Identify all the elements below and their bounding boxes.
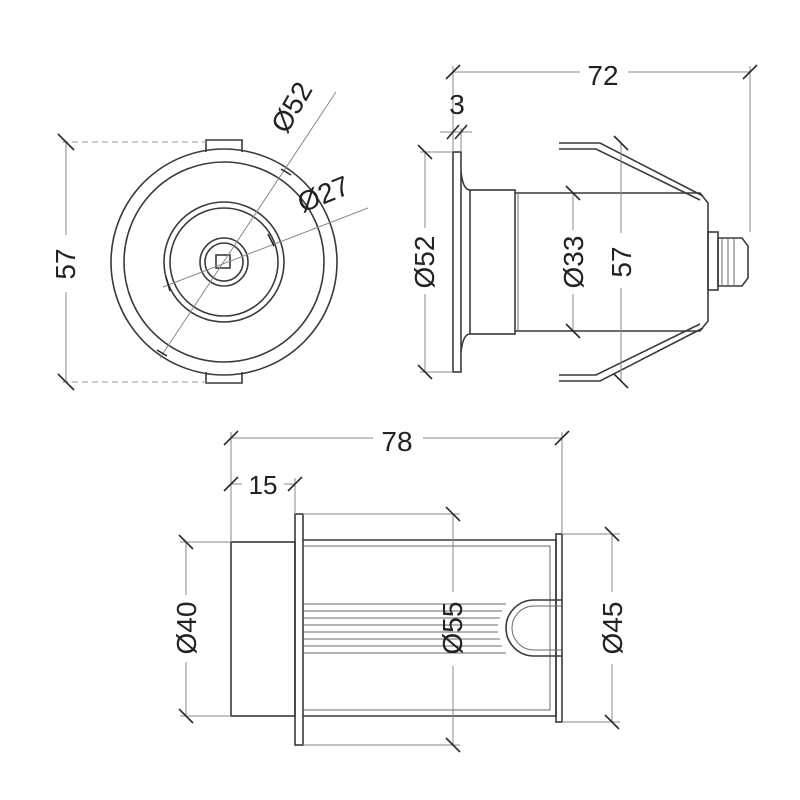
sleeve-collar	[230, 541, 296, 717]
inner-diameter-tick-left	[165, 276, 171, 292]
length-label: 72	[587, 60, 618, 91]
cable-gland-base	[707, 231, 719, 291]
clip-bottom-inner	[559, 323, 701, 376]
front-diameter-tick-bottom	[178, 708, 194, 724]
front-diameter-tick-top	[178, 534, 194, 550]
flange-diameter-tick-top	[417, 144, 433, 160]
sleeve-flange-diameter-label: Ø55	[437, 602, 468, 655]
sleeve-rear-rim	[555, 533, 563, 723]
bottom-tab	[205, 372, 243, 384]
top-tab	[205, 139, 243, 152]
clip-top-inner	[559, 148, 701, 201]
flange-label: 3	[449, 89, 465, 120]
body-front	[469, 189, 516, 335]
lens-inner-ring	[169, 207, 279, 317]
clip-span-tick-top	[613, 135, 629, 151]
collar-label: 15	[249, 470, 278, 500]
collar-tick-right	[287, 476, 303, 492]
clip-bottom	[559, 327, 704, 382]
outer-diameter-tick-top	[280, 168, 292, 176]
sleeve-flange-diameter-tick-top	[445, 506, 461, 522]
clip-span-label: 57	[606, 246, 637, 277]
height-label: 57	[50, 248, 81, 279]
sleeve-view: 78 15 Ø40 Ø55 Ø45	[171, 426, 628, 753]
inner-diameter-label: Ø27	[293, 170, 354, 219]
length-tick-right	[742, 64, 758, 80]
lens-ring	[163, 201, 285, 323]
sleeve-flange	[294, 513, 304, 746]
cable-slot	[505, 599, 562, 657]
flange	[452, 151, 462, 373]
side-view: 72 3 Ø52 Ø33 57	[409, 60, 758, 389]
outer-diameter-tick-bottom	[156, 349, 168, 357]
sleeve-length-label: 78	[381, 426, 412, 457]
clip-top	[559, 142, 704, 197]
collar-tick-left	[223, 476, 239, 492]
body-diameter-label: Ø33	[558, 236, 589, 289]
height-tick-bottom	[57, 373, 75, 391]
second-ring	[123, 161, 325, 363]
tail-diameter-tick-bottom	[604, 714, 620, 730]
flange-neck-bottom	[460, 333, 471, 353]
sleeve-body	[303, 539, 557, 717]
inner-diameter-tick-right	[267, 233, 275, 247]
height-tick-top	[57, 133, 75, 151]
cable-gland	[717, 237, 749, 287]
outer-ring	[110, 148, 338, 376]
flange-diameter-label: Ø52	[409, 236, 440, 289]
length-tick-left	[445, 64, 461, 80]
inner-diameter-leader	[162, 207, 369, 288]
ribbed-grip	[303, 603, 506, 654]
front-diameter-label: Ø40	[171, 602, 202, 655]
outer-diameter-leader	[159, 91, 337, 359]
sleeve-body-inner	[303, 545, 551, 711]
clip-span-tick-bottom	[613, 373, 629, 389]
flange-tick-right	[454, 124, 468, 140]
outer-diameter-label: Ø52	[265, 77, 318, 138]
center-ring	[199, 237, 249, 287]
flange-tick-left	[446, 124, 460, 140]
tail-diameter-tick-top	[604, 526, 620, 542]
sleeve-length-tick-left	[223, 430, 239, 446]
sleeve-length-tick-right	[554, 430, 570, 446]
flange-diameter-tick-bottom	[417, 364, 433, 380]
center-inner-ring	[204, 242, 244, 282]
body-diameter-tick-bottom	[565, 323, 581, 339]
body-diameter-tick-top	[565, 185, 581, 201]
sleeve-flange-diameter-tick-bottom	[445, 737, 461, 753]
flange-neck-top	[460, 171, 471, 191]
cable-slot-inner	[511, 605, 562, 651]
front-view: 57 Ø52 Ø27	[50, 77, 369, 391]
tail-diameter-label: Ø45	[597, 602, 628, 655]
